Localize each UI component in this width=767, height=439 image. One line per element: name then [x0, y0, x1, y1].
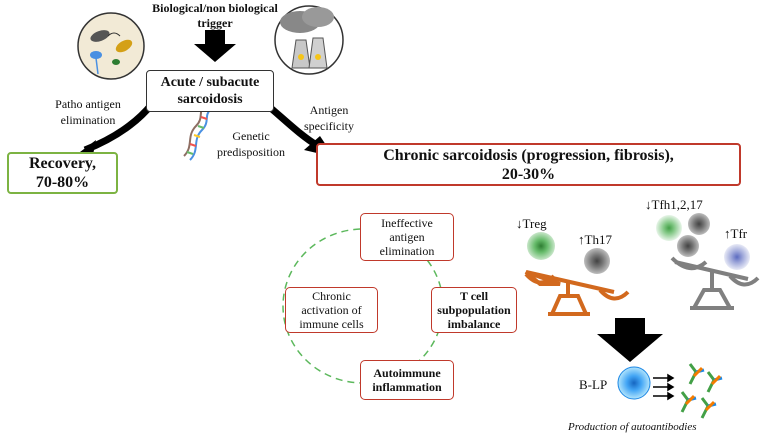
- blp-cell: [617, 366, 651, 400]
- trigger-label: Biological/non biological trigger: [137, 1, 293, 31]
- recovery-line-1: Recovery,: [28, 155, 97, 172]
- th17-label: ↑Th17: [578, 232, 612, 247]
- acute-line-1: Acute / subacute: [160, 75, 260, 90]
- antibody-icon-1: [688, 363, 705, 385]
- balance-scale-1: [524, 270, 630, 316]
- cycle-bottom-line-2: inflammation: [372, 380, 442, 394]
- factory-icon: [274, 5, 344, 75]
- acute-line-2: sarcoidosis: [177, 92, 243, 107]
- big-down-arrow: [597, 318, 663, 362]
- tfr-label: ↑Tfr: [724, 226, 748, 241]
- trigger-down-arrow: [194, 30, 236, 62]
- antigen-line-2: specificity: [304, 119, 354, 133]
- secretion-arrows: [653, 373, 675, 401]
- balance-scale-2: [670, 256, 760, 310]
- tfh-cell-grey-2: [677, 235, 699, 257]
- treg-cell: [527, 232, 555, 260]
- trigger-line-1: Biological/non biological: [152, 1, 278, 15]
- production-label: Production of autoantibodies: [568, 421, 697, 433]
- cycle-left-line-1: Chronic: [312, 289, 351, 303]
- antigen-line-1: Antigen: [309, 103, 349, 117]
- genetic-label: Genetic predisposition: [207, 128, 295, 160]
- chronic-sarcoidosis-box: Chronic sarcoidosis (progression, fibros…: [316, 143, 741, 186]
- cycle-top-line-1: Ineffective: [381, 216, 433, 230]
- genetic-line-1: Genetic: [232, 129, 270, 143]
- trigger-line-2: trigger: [197, 16, 233, 30]
- cycle-right-line-1: T cell: [459, 289, 489, 303]
- blp-label: B-LP: [579, 377, 608, 392]
- cycle-top-line-2: antigen: [389, 230, 425, 244]
- chronic-line-2: 20-30%: [501, 165, 556, 183]
- antibody-icon-2: [706, 371, 723, 393]
- cycle-left-line-3: immune cells: [299, 317, 364, 331]
- th17-cell: [584, 248, 610, 274]
- recovery-line-2: 70-80%: [35, 174, 90, 191]
- recovery-box: Recovery, 70-80%: [7, 152, 118, 194]
- tfh-cell-green: [656, 215, 682, 241]
- antigen-specificity-label: Antigen specificity: [284, 102, 374, 134]
- tfr-cell: [724, 244, 750, 270]
- patho-line-1: Patho antigen: [55, 97, 121, 111]
- antibody-icon-4: [700, 397, 717, 419]
- cycle-box-t-cell-imbalance: T cell subpopulation imbalance: [431, 287, 517, 333]
- tfh-label: ↓Tfh1,2,17: [645, 197, 703, 212]
- patho-antigen-label: Patho antigen elimination: [38, 96, 138, 128]
- treg-label: ↓Treg: [516, 216, 547, 231]
- patho-line-2: elimination: [60, 113, 116, 127]
- cycle-left-line-2: activation of: [301, 303, 362, 317]
- antibody-icon-3: [680, 391, 697, 413]
- genetic-line-2: predisposition: [217, 145, 285, 159]
- tfh-cell-grey-1: [688, 213, 710, 235]
- cycle-box-chronic-activation: Chronic activation of immune cells: [285, 287, 378, 333]
- cycle-box-autoimmune: Autoimmune inflammation: [360, 360, 454, 400]
- cycle-box-ineffective-antigen: Ineffective antigen elimination: [360, 213, 454, 261]
- cycle-top-line-3: elimination: [379, 244, 435, 258]
- cycle-bottom-line-1: Autoimmune: [373, 366, 441, 380]
- acute-sarcoidosis-box: Acute / subacute sarcoidosis: [146, 70, 274, 112]
- chronic-line-1: Chronic sarcoidosis (progression, fibros…: [383, 146, 674, 164]
- cycle-right-line-2: subpopulation: [437, 303, 511, 317]
- microbes-icon: [77, 12, 145, 80]
- cycle-right-line-3: imbalance: [447, 317, 501, 331]
